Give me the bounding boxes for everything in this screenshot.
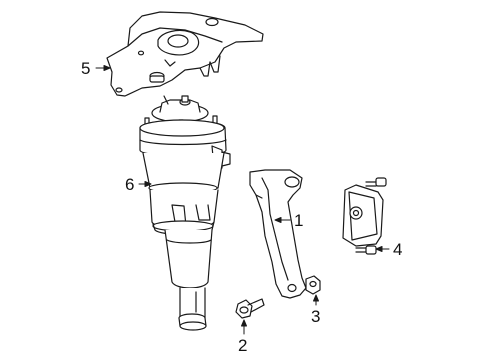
bolt (236, 299, 264, 318)
callout-6: 6 (125, 175, 135, 194)
nut (306, 276, 320, 294)
air-spring-strut (140, 96, 230, 330)
callout-5: 5 (81, 59, 91, 78)
control-module (343, 178, 386, 254)
callout-3: 3 (311, 307, 321, 326)
upper-mount-bracket (107, 12, 263, 96)
leader-lines (95, 65, 390, 335)
callout-1: 1 (294, 211, 304, 230)
lower-bracket (250, 170, 306, 298)
callout-2: 2 (238, 336, 248, 355)
callout-4: 4 (393, 240, 403, 259)
